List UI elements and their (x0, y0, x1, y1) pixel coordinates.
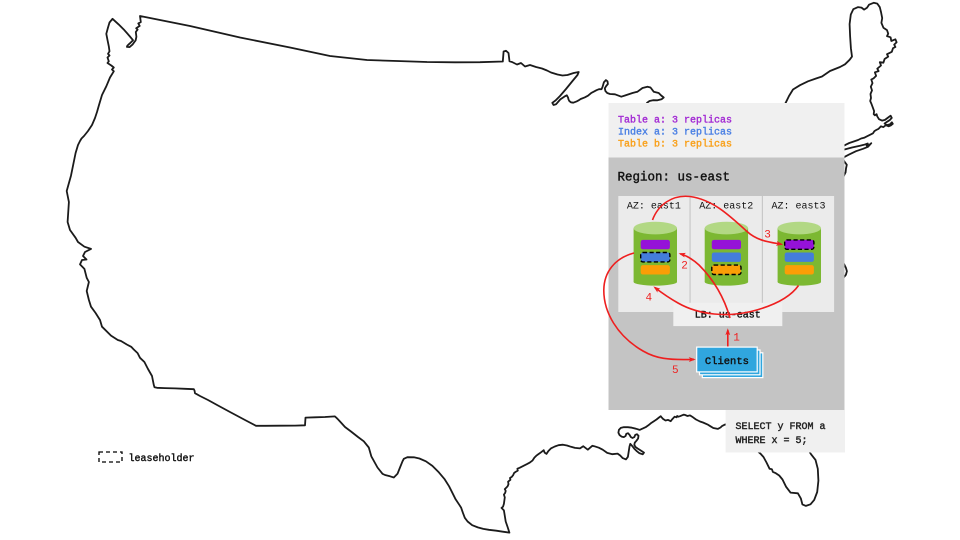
svg-text:Clients: Clients (705, 356, 749, 368)
svg-text:AZ: east3: AZ: east3 (771, 202, 825, 213)
svg-text:Index a: 3 replicas: Index a: 3 replicas (618, 127, 732, 139)
svg-text:5: 5 (672, 365, 679, 377)
svg-text:4: 4 (645, 293, 652, 305)
svg-text:AZ: east2: AZ: east2 (699, 202, 753, 213)
svg-text:WHERE x = 5;: WHERE x = 5; (736, 436, 808, 447)
svg-text:SELECT y FROM a: SELECT y FROM a (736, 422, 826, 433)
svg-text:2: 2 (681, 261, 688, 273)
svg-text:Region: us-east: Region: us-east (618, 170, 731, 184)
svg-text:1: 1 (733, 333, 740, 345)
svg-text:Table b: 3 replicas: Table b: 3 replicas (618, 139, 732, 151)
svg-text:3: 3 (764, 230, 771, 242)
svg-text:leaseholder: leaseholder (129, 453, 195, 465)
svg-text:LB: us-east: LB: us-east (695, 311, 761, 322)
svg-text:Table a: 3 replicas: Table a: 3 replicas (618, 115, 732, 127)
svg-text:AZ: east1: AZ: east1 (627, 202, 681, 213)
